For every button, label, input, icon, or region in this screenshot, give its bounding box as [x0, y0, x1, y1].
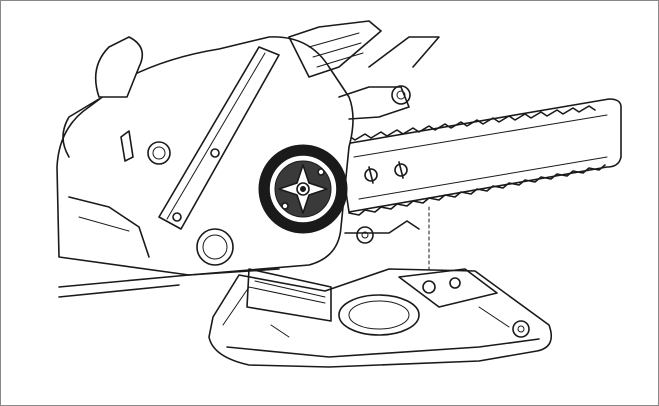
sprocket-cover: [208, 268, 553, 368]
chainsaw-illustration: [56, 20, 622, 368]
sprocket-drum: [258, 144, 348, 234]
guide-bar: [338, 98, 622, 216]
